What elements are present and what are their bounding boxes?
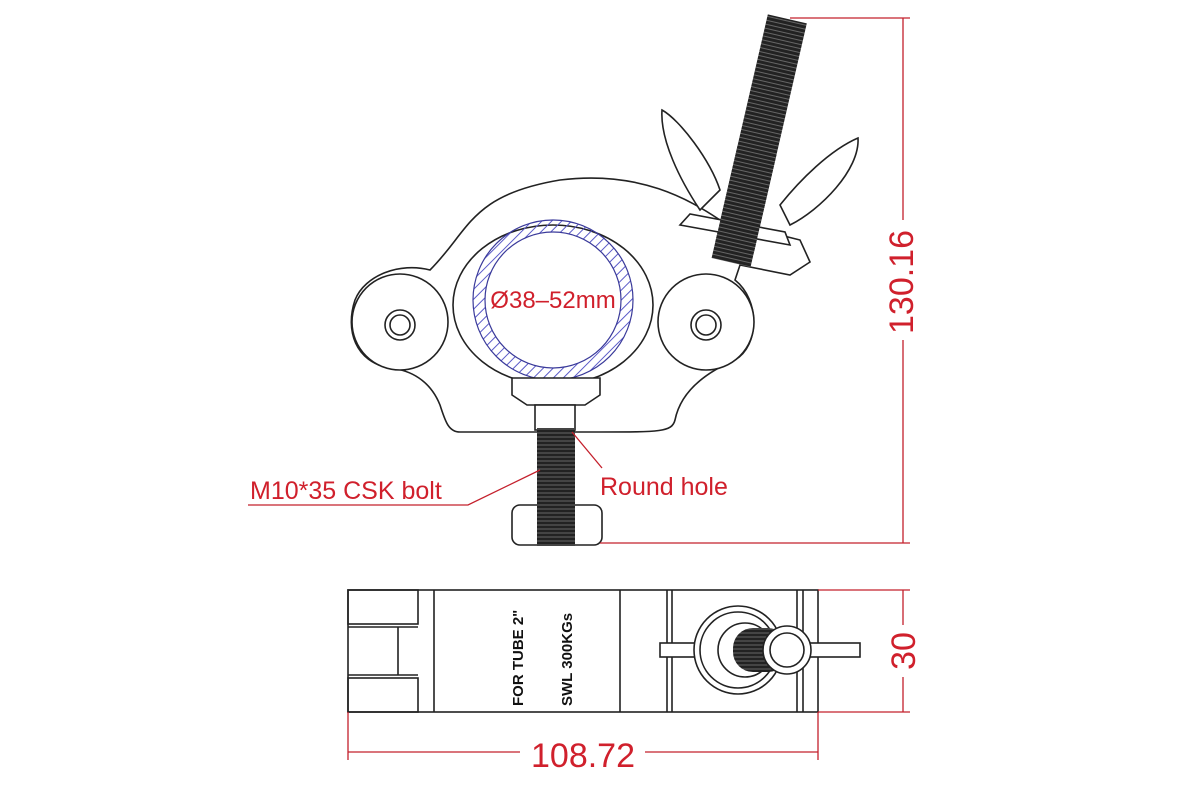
- width-dimension: 108.72: [531, 737, 635, 775]
- right-pivot-inner: [695, 314, 717, 336]
- left-pivot-hole: [384, 309, 416, 341]
- wing-nut-right-wing: [779, 136, 859, 227]
- hole-leader: [571, 431, 603, 469]
- left-lobe: [351, 273, 449, 371]
- side-slot-bottom: [347, 677, 419, 713]
- right-lobe: [657, 273, 755, 371]
- left-pivot-inner: [389, 314, 411, 336]
- bolt-label: M10*35 CSK bolt: [250, 477, 442, 505]
- side-slot-top: [347, 589, 419, 625]
- wing-nut-left-wing: [661, 108, 721, 212]
- bolt-head: [511, 377, 601, 406]
- bolt-leader: [248, 469, 541, 506]
- hole-label: Round hole: [600, 473, 728, 501]
- right-pivot-hole: [690, 309, 722, 341]
- clamp-side-view: FOR TUBE 2" SWL 300KGs 108.72 30: [347, 589, 923, 775]
- height-dimension: 130.16: [883, 230, 921, 334]
- tube-bore: [484, 231, 622, 369]
- tube-diameter-label: Ø38–52mm: [490, 287, 615, 314]
- bottom-bolt-thread: [537, 428, 575, 546]
- bolt-neck: [534, 404, 576, 431]
- stamp-for-tube: FOR TUBE 2": [510, 610, 527, 706]
- stamp-swl: SWL 300KGs: [559, 613, 576, 706]
- top-bolt-thread-lower: [714, 145, 777, 253]
- depth-dimension: 30: [885, 632, 923, 670]
- clamp-front-view: Ø38–52mm M10*35 CSK bolt Round hole 130.…: [248, 14, 921, 546]
